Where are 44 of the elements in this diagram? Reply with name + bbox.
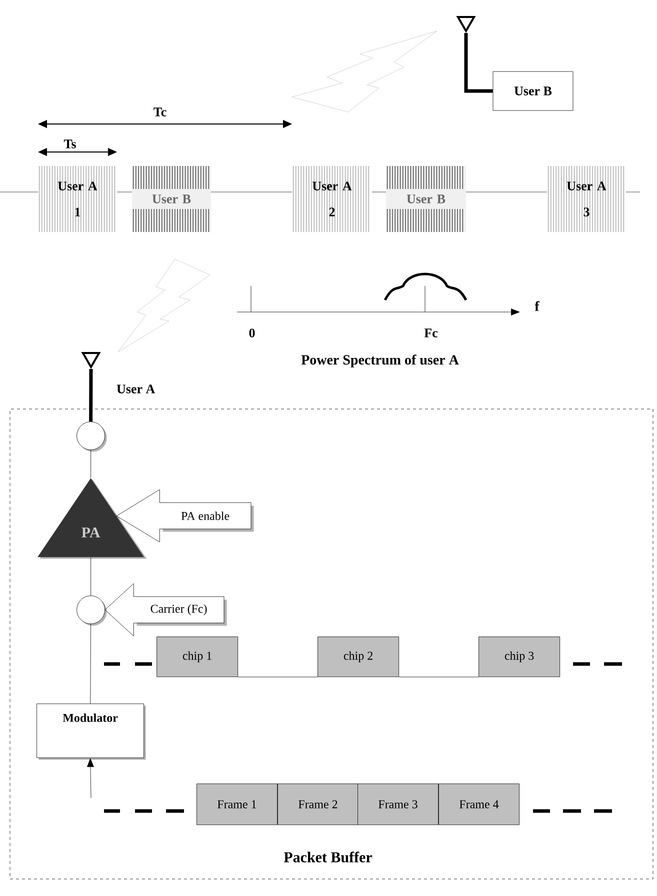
circle-symbol	[76, 422, 107, 452]
dimension-label: 0	[249, 328, 255, 338]
dimension-label: Power Spectrum of user A	[301, 354, 459, 368]
node-label: 2	[329, 208, 335, 216]
connector	[464, 33, 493, 93]
block-arrow	[116, 489, 252, 542]
block-arrow	[104, 583, 224, 636]
chip-box: chip 2	[318, 636, 399, 677]
block-arrow-body: PA enable	[160, 502, 254, 532]
time-slot: User A 2	[292, 166, 372, 232]
frame-box: Frame 2	[278, 784, 358, 825]
frame-box: Frame 1	[196, 784, 278, 825]
dimension-label: f	[534, 301, 540, 311]
connector	[398, 676, 479, 678]
frame-box: Frame 3	[358, 784, 438, 825]
block-arrow-body: Carrier (Fc)	[134, 596, 227, 626]
connector	[90, 557, 91, 596]
chip-box: chip 1	[156, 636, 238, 677]
modulator-box: Modulator	[36, 704, 146, 760]
time-slot: User A 1	[38, 166, 117, 232]
dimension-label: Tc	[154, 108, 166, 116]
circle-symbol	[76, 596, 107, 626]
antenna-label: User A	[116, 384, 156, 394]
chip-box: chip 3	[478, 636, 560, 677]
node-label: 3	[584, 208, 590, 216]
dimension-label: Fc	[424, 328, 438, 338]
node-label: User A	[566, 182, 606, 190]
connector	[90, 450, 91, 478]
amplifier-triangle: PA	[38, 478, 147, 559]
node-label: Carrier (Fc)	[150, 604, 207, 616]
time-slot: User B	[386, 166, 466, 232]
connector	[87, 758, 94, 798]
connector	[89, 369, 93, 422]
node-label: User A	[58, 182, 98, 190]
user-box: User B	[492, 71, 574, 111]
node-label: PA enable	[181, 512, 230, 520]
time-slot: User A 3	[547, 166, 626, 232]
node-label: 1	[75, 208, 80, 216]
node-label: User A	[312, 182, 352, 190]
time-slot: User B	[132, 166, 211, 232]
dimension-label: Ts	[64, 140, 76, 148]
connector	[238, 676, 318, 678]
connector	[90, 624, 91, 704]
frame-box: Frame 4	[438, 784, 520, 825]
